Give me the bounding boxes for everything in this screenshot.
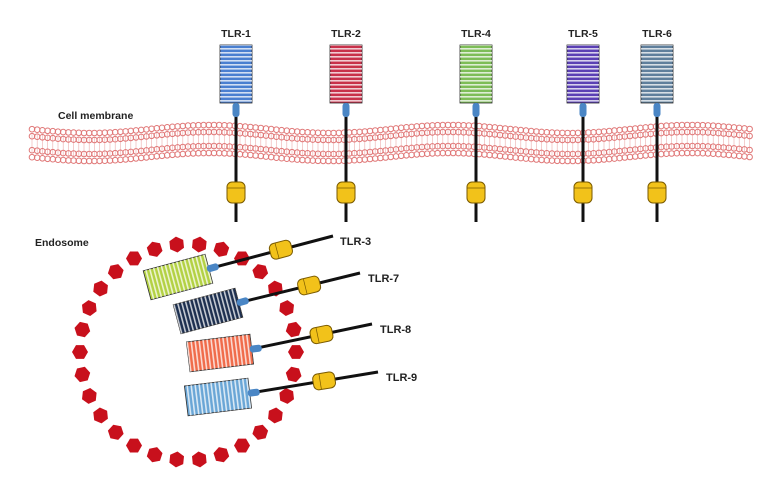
tir-domain (573, 181, 593, 204)
endosome-bead (93, 280, 108, 297)
linker-domain (206, 263, 219, 272)
receptor-tlr-7: TLR-7 (172, 271, 399, 335)
endosome-bead (82, 388, 97, 404)
endosome-bead (146, 241, 163, 257)
endosome-ring (72, 236, 304, 468)
tir-domain (336, 181, 356, 204)
receptor-label: TLR-3 (340, 236, 371, 248)
tir-domain (312, 371, 337, 391)
tir-domain-group (309, 324, 334, 345)
endosome-bead (288, 345, 304, 359)
ectodomain-stripes (143, 254, 213, 300)
ectodomain-group (183, 377, 260, 417)
tir-domain-band (318, 373, 322, 390)
linker-domain (249, 344, 262, 353)
linker-domain (472, 103, 480, 117)
ectodomain-stripes (173, 288, 243, 334)
receptor-tlr-4: TLR-4 (459, 28, 493, 222)
ectodomain-stripes (460, 45, 492, 103)
ectodomain-group (142, 253, 219, 301)
tir-domain-group (297, 275, 322, 296)
tir-domain-band (315, 327, 320, 344)
tir-domain (466, 181, 486, 204)
ectodomain-stripes (184, 378, 252, 416)
receptor-tlr-6: TLR-6 (640, 28, 674, 222)
receptor-label: TLR-1 (221, 28, 251, 40)
endosome-bead (279, 388, 294, 404)
endosome-bead (74, 366, 91, 383)
receptor-tlr-9: TLR-9 (183, 370, 417, 417)
receptor-tlr-8: TLR-8 (185, 322, 411, 373)
endosome-bead (93, 407, 108, 424)
linker-domain (653, 103, 661, 117)
endosome-bead (82, 300, 97, 316)
ectodomain-group (185, 333, 262, 373)
tir-domain (297, 275, 322, 296)
tir-domain (226, 181, 246, 204)
endosome-bead (252, 264, 269, 280)
surface-receptors: TLR-1 TLR-2 TLR-4 TLR-5 TLR-6 (219, 28, 674, 222)
cell-membrane (28, 121, 753, 165)
tir-domain-group (312, 371, 337, 391)
tir-domain (268, 239, 293, 260)
tir-domain (309, 324, 334, 345)
endosome-bead (146, 447, 163, 463)
cell-membrane-label: Cell membrane (58, 110, 133, 122)
endosome-bead (268, 407, 283, 424)
ectodomain-stripes (330, 45, 362, 103)
endosome-bead (285, 366, 302, 383)
linker-domain (247, 388, 260, 397)
endosome-label: Endosome (35, 237, 89, 249)
receptor-label: TLR-9 (386, 372, 417, 384)
ectodomain-stripes (567, 45, 599, 103)
linker-domain (236, 297, 249, 306)
receptor-tlr-5: TLR-5 (566, 28, 600, 222)
ectodomain-group (172, 287, 249, 335)
lipid-head (746, 153, 753, 161)
endosome-bead (169, 236, 184, 253)
endosome-bead (252, 424, 269, 440)
endosome-bead (126, 251, 142, 266)
tir-domain-band (302, 278, 308, 295)
receptor-label: TLR-5 (568, 28, 598, 40)
receptor-label: TLR-6 (642, 28, 672, 40)
tir-domain-group (268, 239, 293, 260)
ectodomain-stripes (186, 334, 254, 372)
linker-domain (579, 103, 587, 117)
receptor-label: TLR-7 (368, 273, 399, 285)
lipid-head (746, 125, 753, 133)
endosome-bead (192, 451, 207, 468)
ectodomain-stripes (641, 45, 673, 103)
endosome-bead (107, 424, 124, 440)
receptor-label: TLR-8 (380, 324, 411, 336)
receptor-tlr-3: TLR-3 (142, 234, 371, 301)
endosome-bead (213, 447, 230, 463)
endosome-bead (279, 300, 294, 316)
endosome-bead (126, 438, 142, 453)
receptor-label: TLR-2 (331, 28, 361, 40)
receptor-label: TLR-4 (461, 28, 491, 40)
receptor-tlr-2: TLR-2 (329, 28, 363, 222)
endosome-bead (74, 321, 91, 338)
ectodomain-stripes (220, 45, 252, 103)
endosome-bead (192, 236, 207, 253)
endosome-bead (234, 438, 250, 453)
endosome-bead (72, 345, 88, 359)
endosome-bead (285, 321, 302, 338)
tir-domain (647, 181, 667, 204)
linker-domain (232, 103, 240, 117)
receptor-tlr-1: TLR-1 (219, 28, 253, 222)
tir-domain-band (274, 242, 280, 259)
linker-domain (342, 103, 350, 117)
endosome-bead (169, 451, 184, 468)
endosome-bead (213, 241, 230, 257)
endosome-bead (107, 264, 124, 280)
